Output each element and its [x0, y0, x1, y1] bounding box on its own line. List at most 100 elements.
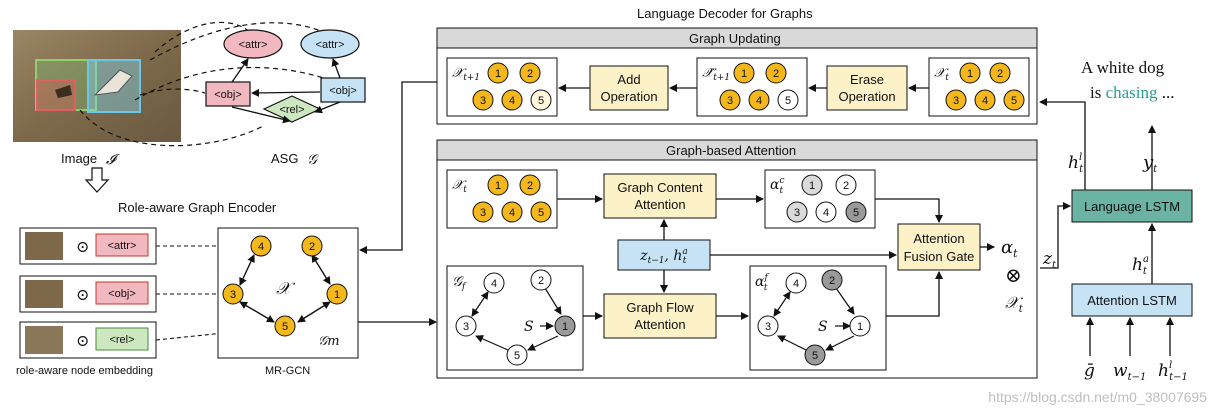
gf-graph: 4 2 3 1 5 S — [455, 269, 576, 366]
flow-attention-box — [603, 293, 717, 339]
svg-text:5: 5 — [785, 95, 791, 107]
emb-thumb-2 — [25, 280, 63, 308]
flow-att-line1: Graph Flow — [626, 300, 694, 315]
mr-node-4-text: 4 — [258, 241, 264, 253]
asg-attr-node-2 — [300, 29, 360, 59]
obj-region-green — [35, 59, 97, 111]
asg-obj-node-2 — [320, 77, 366, 103]
svg-text:3: 3 — [480, 95, 486, 107]
xt-attn-nodes: 1 2 3 4 5 — [472, 174, 552, 223]
otimes: ⊗ — [1005, 263, 1022, 287]
dog-shape — [93, 69, 133, 96]
odot-3: ⊙ — [76, 331, 89, 350]
w-t1: wt−1 — [1113, 361, 1146, 383]
svg-text:3: 3 — [953, 95, 959, 107]
svg-text:2: 2 — [829, 275, 835, 287]
add-op-line1: Add — [617, 72, 640, 87]
asg-graph: <attr> <attr> <obj> <obj> <rel> — [205, 29, 366, 124]
language-lstm-label: Language LSTM — [1084, 199, 1180, 214]
attention-arrows — [557, 195, 995, 320]
graph-updating-title: Graph Updating — [689, 31, 781, 46]
odot-2: ⊙ — [76, 285, 89, 304]
emb-tag-obj-text: <obj> — [108, 288, 136, 300]
svg-text:4: 4 — [509, 207, 515, 219]
alpha-c-nodes: 1 2 3 4 5 — [786, 174, 867, 223]
asg-attr-node — [223, 29, 283, 59]
svg-text:4: 4 — [793, 278, 799, 290]
content-att-line2: Attention — [634, 197, 685, 212]
caption-line1: A white dog — [1081, 58, 1165, 77]
fusion-line1: Attention — [913, 231, 964, 246]
svg-text:1: 1 — [495, 180, 501, 192]
flow-att-line2: Attention — [634, 317, 685, 332]
svg-text:3: 3 — [765, 321, 771, 333]
main-flow-arrows — [358, 81, 446, 326]
role-encoder-title: Role-aware Graph Encoder — [118, 200, 277, 215]
mr-node-3-text: 3 — [230, 289, 236, 301]
svg-text:1: 1 — [741, 68, 747, 80]
odot-1: ⊙ — [76, 237, 89, 256]
hollow-down-arrow — [84, 167, 110, 193]
emb-to-graph-links — [155, 245, 273, 341]
svg-text:4: 4 — [982, 95, 988, 107]
svg-text:5: 5 — [514, 350, 520, 362]
xt1-nodes: 1 2 3 4 5 — [472, 62, 552, 111]
af-S: S — [818, 319, 828, 335]
mr-node-1 — [326, 283, 348, 305]
graph-attention-header — [436, 139, 1038, 161]
svg-text:2: 2 — [773, 68, 779, 80]
svg-text:1: 1 — [967, 68, 973, 80]
erase-op-line1: Erase — [850, 72, 884, 87]
svg-text:4: 4 — [823, 207, 829, 219]
mr-node-2 — [301, 235, 323, 257]
embedding-rows: ⊙ <attr> ⊙ <obj> ⊙ <rel> — [19, 227, 157, 359]
mr-node-5-text: 5 — [282, 321, 288, 333]
svg-text:2: 2 — [843, 180, 849, 192]
asg-attr-text: <attr> — [239, 39, 268, 51]
svg-text:3: 3 — [727, 95, 733, 107]
svg-text:4: 4 — [509, 95, 515, 107]
svg-text:3: 3 — [480, 207, 486, 219]
mr-node-4 — [250, 235, 272, 257]
svg-text:3: 3 — [794, 207, 800, 219]
svg-text:4: 4 — [756, 95, 762, 107]
emb-tag-rel-text: <rel> — [109, 334, 134, 346]
mr-node-2-text: 2 — [309, 241, 315, 253]
svg-text:1: 1 — [809, 180, 815, 192]
language-lstm-box — [1071, 189, 1193, 223]
emb-thumb-1 — [25, 232, 63, 260]
svg-text:2: 2 — [997, 68, 1003, 80]
mr-node-3 — [222, 283, 244, 305]
image-symbol: 𝓘 — [106, 152, 120, 168]
watermark: https://blog.csdn.net/m0_38007695 — [988, 389, 1207, 405]
add-operation-box — [589, 65, 669, 111]
emb-tag-obj — [95, 281, 149, 305]
asg-label: ASG — [271, 151, 298, 166]
mr-node-1-text: 1 — [334, 289, 340, 301]
lang-decoder-title: Language Decoder for Graphs — [637, 6, 813, 21]
asg-symbol: 𝒢 — [307, 152, 319, 168]
svg-text:5: 5 — [853, 207, 859, 219]
image-label: Image — [61, 151, 97, 166]
fusion-gate-box — [897, 223, 981, 271]
xhat-nodes: 1 2 3 4 5 — [719, 62, 799, 111]
z-t: zt — [1042, 249, 1057, 271]
asg-obj-node — [205, 81, 251, 107]
emb-thumb-3 — [25, 326, 63, 354]
svg-text:2: 2 — [538, 275, 544, 287]
asg-attr-text-2: <attr> — [316, 39, 345, 51]
graph-attention-title: Graph-based Attention — [666, 143, 796, 158]
content-att-line1: Graph Content — [617, 180, 703, 195]
g-bar: ḡ — [1084, 361, 1095, 381]
mr-Gm-symbol: 𝒢m — [318, 334, 340, 349]
alpha-f-graph: 4 2 3 1 5 S — [757, 269, 871, 366]
svg-text:1: 1 — [562, 321, 568, 333]
svg-text:5: 5 — [538, 207, 544, 219]
input-image — [13, 30, 181, 142]
svg-text:2: 2 — [527, 180, 533, 192]
